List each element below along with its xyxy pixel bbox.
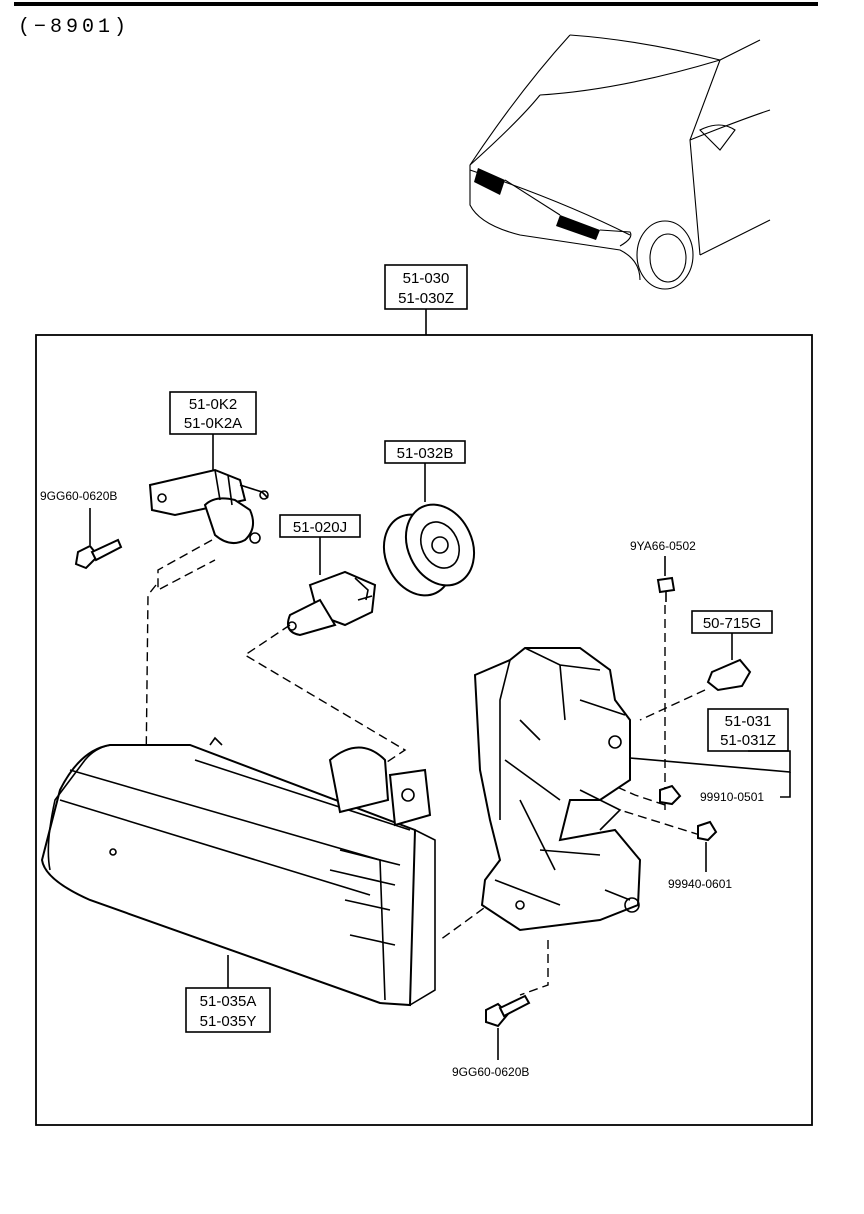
screw-top-callout: 9YA66-0502 (630, 539, 696, 576)
bolt-bottom-part (485, 994, 531, 1060)
svg-text:50-715G: 50-715G (703, 615, 761, 632)
svg-text:51-031: 51-031 (725, 713, 772, 730)
screw-top-part (656, 576, 676, 602)
bulb-cap-callout: 51-032B (384, 440, 466, 502)
svg-text:51-0K2: 51-0K2 (189, 396, 237, 413)
svg-text:51-030Z: 51-030Z (398, 290, 454, 307)
bracket-callout: 51-031 51-031Z (629, 708, 791, 798)
car-location-illustration (469, 34, 771, 290)
assembly-callout: 51-030 51-030Z (384, 264, 468, 335)
headlamp-lens-part (40, 736, 436, 1007)
bolt-left-callout: 9GG60-0620B (40, 489, 117, 545)
svg-text:9YA66-0502: 9YA66-0502 (630, 539, 696, 553)
svg-text:99910-0501: 99910-0501 (700, 790, 764, 804)
clip-part (706, 658, 752, 692)
svg-text:51-035A: 51-035A (200, 993, 257, 1010)
svg-text:99940-0601: 99940-0601 (668, 877, 732, 891)
svg-text:9GG60-0620B: 9GG60-0620B (40, 489, 117, 503)
svg-text:51-030: 51-030 (403, 270, 450, 287)
svg-text:51-0K2A: 51-0K2A (184, 415, 242, 432)
clip-callout: 50-715G (691, 610, 773, 660)
mounting-bracket-part (473, 647, 642, 932)
svg-text:51-020J: 51-020J (293, 519, 347, 536)
nut-a-callout: 99910-0501 (659, 784, 764, 806)
production-range-label: (−8901) (18, 16, 130, 39)
bulb-cap-part (382, 503, 476, 597)
bulb-callout: 51-020J (279, 514, 361, 575)
svg-text:51-032B: 51-032B (397, 445, 454, 462)
bolt-bottom-callout: 9GG60-0620B (452, 1065, 529, 1079)
svg-text:9GG60-0620B: 9GG60-0620B (452, 1065, 529, 1079)
lens-callout: 51-035A 51-035Y (185, 955, 271, 1033)
assembly-frame (35, 334, 813, 1126)
bulb-socket-callout: 51-0K2 51-0K2A (169, 391, 257, 475)
nut-b-callout: 99940-0601 (668, 820, 732, 891)
svg-text:51-031Z: 51-031Z (720, 732, 776, 749)
svg-text:51-035Y: 51-035Y (200, 1013, 257, 1030)
bulb-socket-part (148, 468, 269, 545)
bulb-part (287, 570, 377, 637)
bolt-left-part (74, 538, 123, 570)
